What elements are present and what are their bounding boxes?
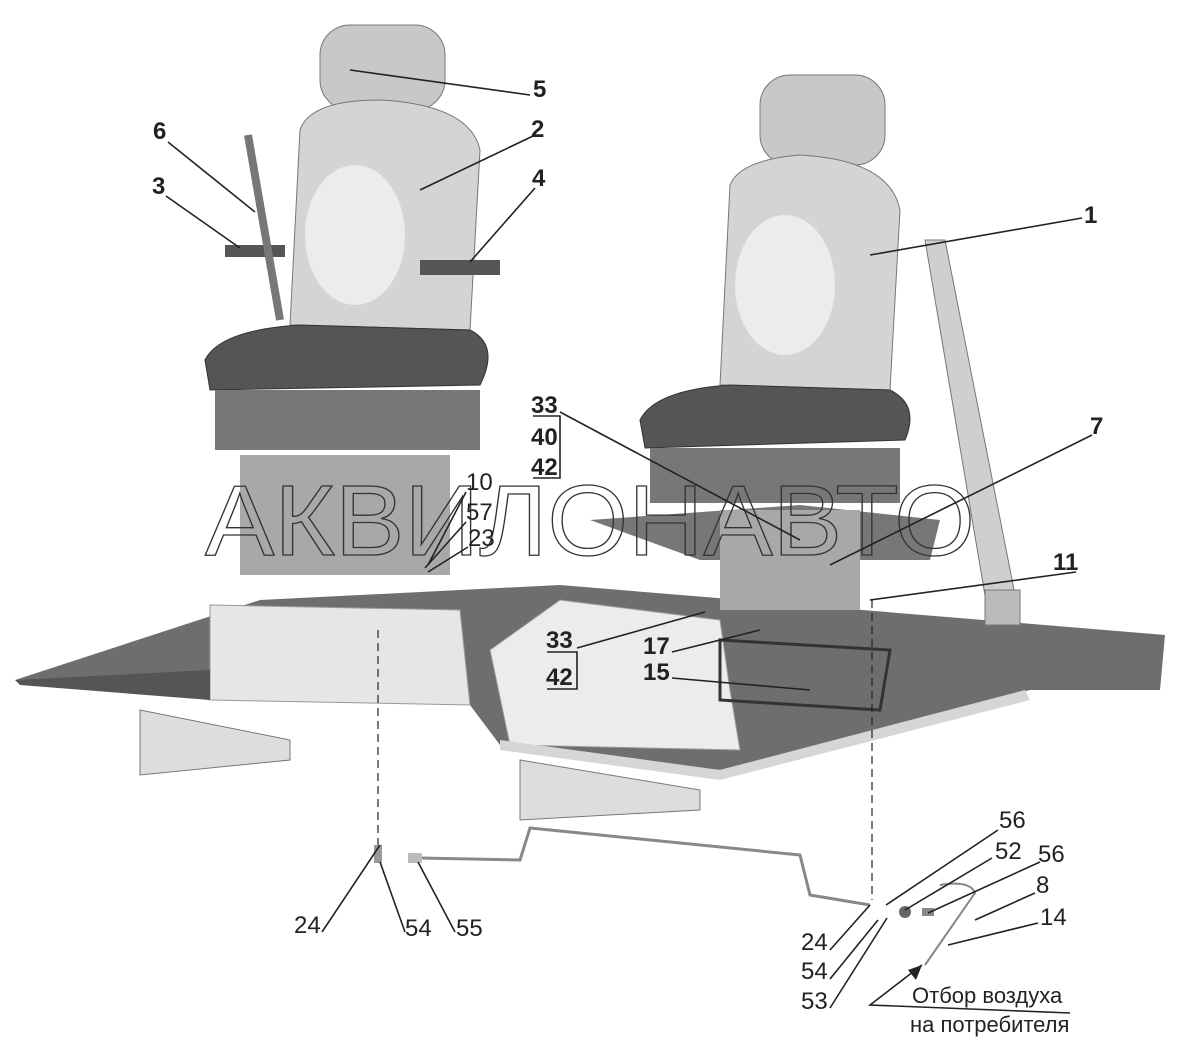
callout-56-b: 56 — [1038, 841, 1065, 868]
air-pipe — [374, 600, 977, 966]
leader-lines — [165, 69, 1093, 1014]
callout-15: 15 — [643, 659, 670, 686]
seat-rails — [139, 709, 701, 821]
callout-23: 23 — [468, 525, 495, 552]
callout-33-b: 33 — [546, 627, 573, 654]
callout-labels: 5 2 6 3 4 1 7 33 40 42 10 57 23 11 33 42… — [152, 76, 1103, 1037]
callout-24: 24 — [294, 912, 321, 939]
right-seat — [639, 74, 1021, 626]
callout-24-b: 24 — [801, 929, 828, 956]
callout-52: 52 — [995, 838, 1022, 865]
callout-54-b: 54 — [801, 958, 828, 985]
callout-55: 55 — [456, 915, 483, 942]
callout-14: 14 — [1040, 904, 1067, 931]
callout-33: 33 — [531, 392, 558, 419]
callout-3: 3 — [152, 173, 165, 200]
callout-7: 7 — [1090, 413, 1103, 440]
air-outlet-note-line1: Отбор воздуха — [912, 983, 1063, 1008]
air-outlet-note-line2: на потребителя — [910, 1012, 1069, 1037]
callout-4: 4 — [532, 165, 546, 192]
callout-8: 8 — [1036, 872, 1049, 899]
callout-42-b: 42 — [546, 664, 573, 691]
callout-56: 56 — [999, 807, 1026, 834]
callout-1: 1 — [1084, 202, 1097, 229]
callout-57: 57 — [466, 499, 493, 526]
callout-42: 42 — [531, 454, 558, 481]
callout-53: 53 — [801, 988, 828, 1015]
cab-floor — [15, 505, 1165, 780]
callout-11: 11 — [1053, 549, 1078, 576]
callout-6: 6 — [153, 118, 166, 145]
callout-54: 54 — [405, 915, 432, 942]
callout-10: 10 — [466, 469, 493, 496]
left-seat — [204, 24, 500, 575]
watermark: АКВИЛОНАВТО — [205, 465, 975, 577]
callout-40: 40 — [531, 424, 558, 451]
callout-2: 2 — [531, 116, 544, 143]
callout-5: 5 — [533, 76, 546, 103]
callout-17: 17 — [643, 633, 670, 660]
